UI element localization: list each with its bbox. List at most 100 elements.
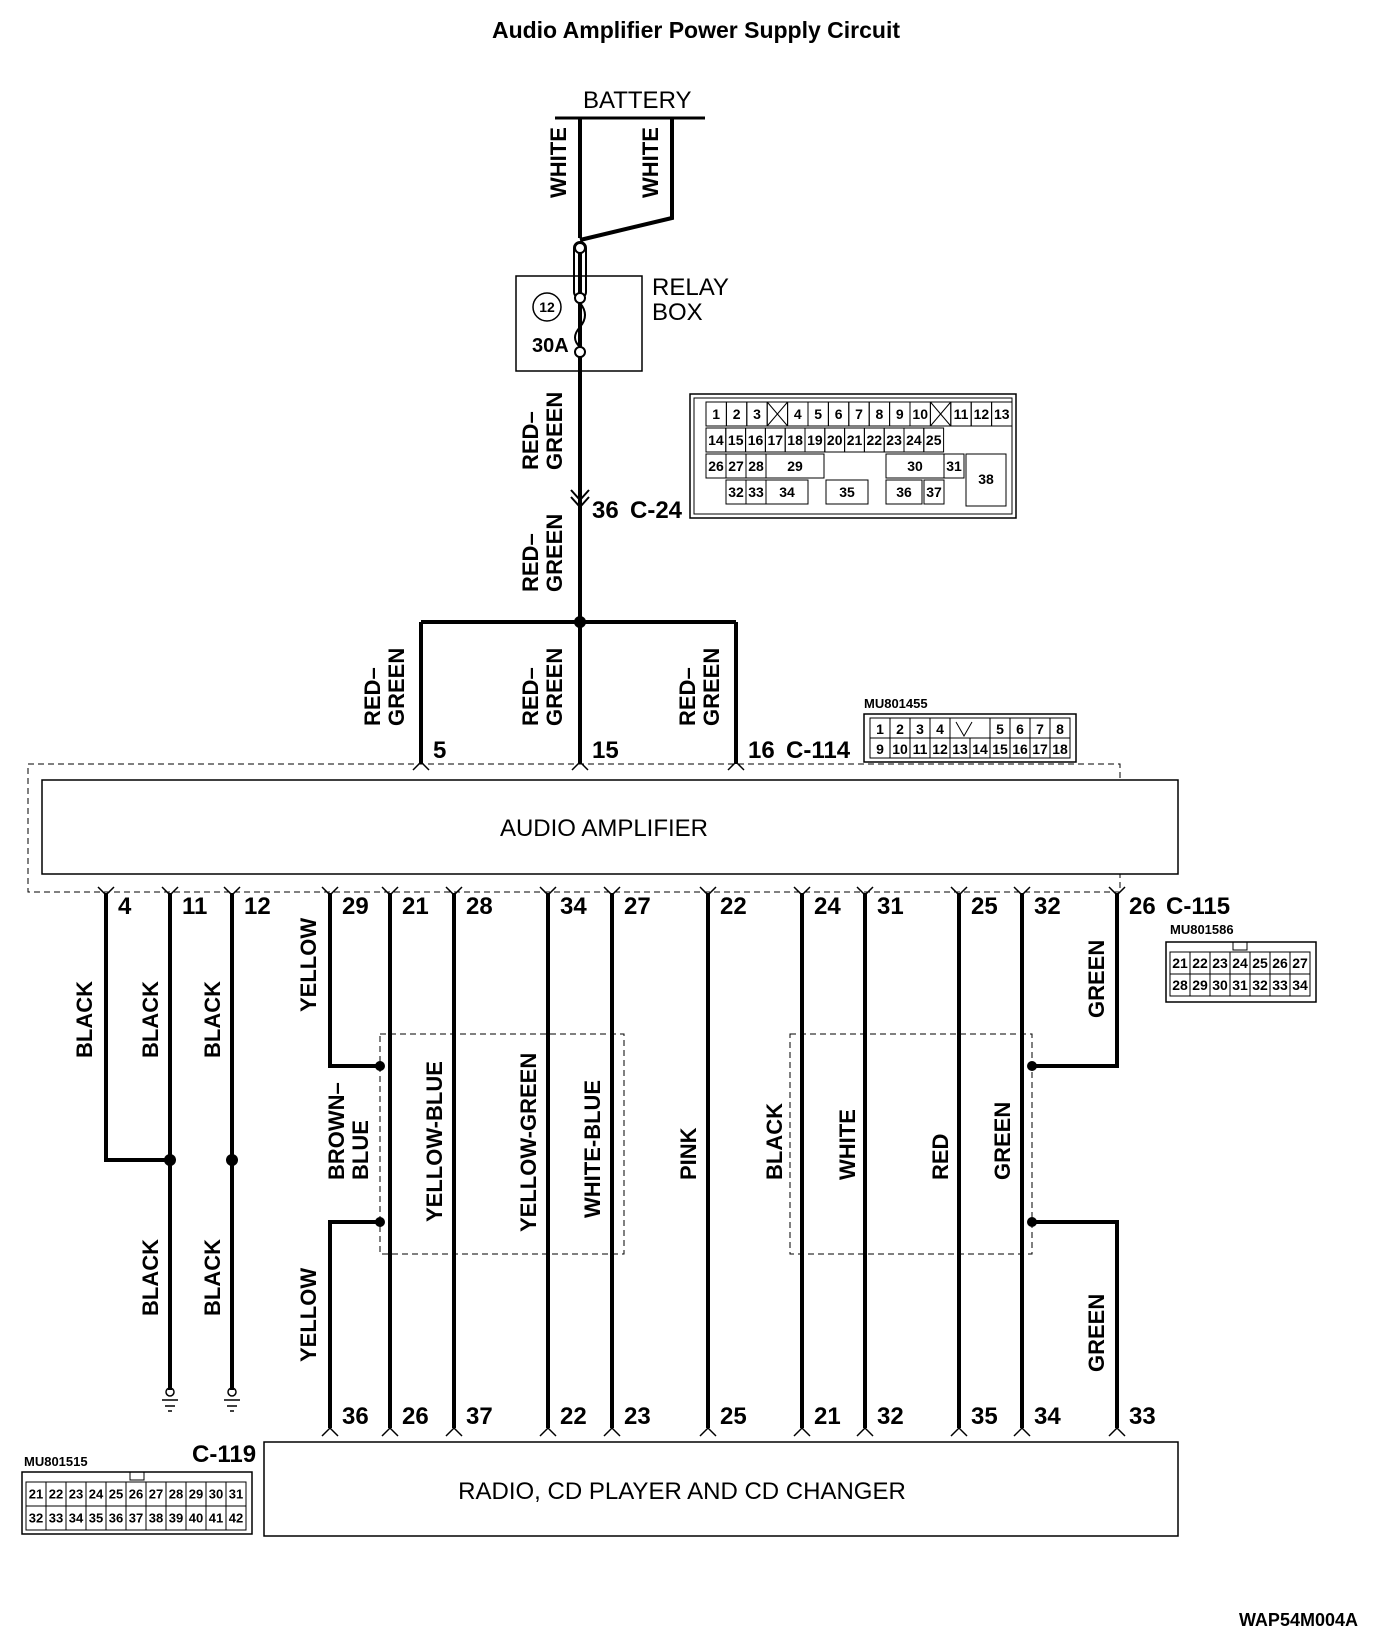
c24-cell: [924, 428, 944, 452]
c115-arrow: [604, 887, 620, 895]
wire-red: RED: [928, 1134, 953, 1180]
c24-pin-number: 2: [733, 406, 741, 422]
c114-pin-number: 7: [1036, 721, 1044, 737]
radio-pin-label: 36: [342, 1403, 369, 1430]
amplifier-pin-label: 21: [402, 893, 429, 920]
c119-pin-number: 42: [229, 1511, 243, 1526]
c24-pin-number: 14: [708, 432, 724, 448]
c24-cell: [924, 480, 944, 504]
c115-arrow: [1109, 887, 1125, 895]
c24-pin-number: 1: [712, 406, 720, 422]
fuse-number-circle: [533, 293, 561, 321]
amplifier-pin-label: 26: [1129, 893, 1156, 920]
c119-arrow: [322, 1428, 338, 1436]
c115-part: MU801586: [1170, 922, 1234, 937]
c119-pin-number: 35: [89, 1511, 103, 1526]
radio-pin-label: 26: [402, 1403, 429, 1430]
c119-pin-number: 21: [29, 1487, 43, 1502]
c119-pin-number: 31: [229, 1487, 243, 1502]
c115-cell: [1290, 974, 1310, 996]
wire-brown-blue: BROWN–BLUE: [324, 1082, 373, 1180]
c115-arrow: [700, 887, 716, 895]
c24-pin-number: 4: [794, 406, 802, 422]
radio-pin-label: 34: [1034, 1403, 1061, 1430]
c115-pin-number: 21: [1172, 955, 1188, 971]
c114-pin-number: 17: [1032, 741, 1048, 757]
amplifier-pin-label: 29: [342, 893, 369, 920]
c115-pin-number: 33: [1272, 977, 1288, 993]
c119-arrow: [700, 1428, 716, 1436]
radio-pin-label: 25: [720, 1403, 747, 1430]
c115-arrow: [382, 887, 398, 895]
c24-pin-number: 22: [867, 432, 883, 448]
amplifier-output-wires: [106, 893, 1117, 1428]
c114-pin-number: 12: [932, 741, 948, 757]
wire-green-a: GREEN: [990, 1102, 1015, 1180]
c115-pin-number: 24: [1232, 955, 1248, 971]
c115-arrow: [794, 887, 810, 895]
c114-cell: [950, 718, 990, 738]
c119-pin-number: 27: [149, 1487, 163, 1502]
c114-pin-number: 16: [1012, 741, 1028, 757]
c119-pin-number: 28: [169, 1487, 183, 1502]
c119-pin-number: 25: [109, 1487, 123, 1502]
c24-pin-number: 32: [728, 484, 744, 500]
c119-arrow: [1014, 1428, 1030, 1436]
wire-green-c: GREEN: [1084, 1294, 1109, 1372]
c114-name: C-114: [786, 737, 851, 764]
wire-white-right: WHITE: [638, 127, 663, 198]
c24-pin-number: 13: [994, 406, 1010, 422]
wire-black-e: BLACK: [200, 1239, 225, 1316]
c115-arrow: [1014, 887, 1030, 895]
c24-pin-number: 34: [779, 484, 795, 500]
c24-cell: [992, 402, 1012, 426]
c115-pin-number: 25: [1252, 955, 1268, 971]
c115-arrow: [224, 887, 240, 895]
c115-arrow: [98, 887, 114, 895]
radio-pin-label: 22: [560, 1403, 587, 1430]
c119-pin-number: 24: [89, 1487, 104, 1502]
c24-connector-face: [690, 394, 1016, 518]
c119-pin-number: 26: [129, 1487, 143, 1502]
radio-label: RADIO, CD PLAYER AND CD CHANGER: [458, 1478, 906, 1505]
c24-blank-cell: [767, 402, 787, 426]
wire-pink: PINK: [676, 1127, 701, 1180]
amplifier-pin-label: 32: [1034, 893, 1061, 920]
c115-pin-number: 23: [1212, 955, 1228, 971]
c115-pin-number: 29: [1192, 977, 1208, 993]
diagram-title: Audio Amplifier Power Supply Circuit: [492, 17, 900, 43]
amplifier-pin-label: 4: [118, 893, 132, 920]
c114-key-mark: [956, 722, 972, 736]
c115-pin-number: 26: [1272, 955, 1288, 971]
c24-pin-number: 38: [978, 471, 994, 487]
c24-pin-number: 35: [839, 484, 855, 500]
c115-arrow: [162, 887, 178, 895]
audio-amplifier: [42, 780, 1178, 874]
c24-blank-cell: [930, 402, 950, 426]
c119-arrow: [382, 1428, 398, 1436]
c119-part: MU801515: [24, 1454, 88, 1469]
amplifier-pin-label: 28: [466, 893, 493, 920]
c24-pin-number: 12: [974, 406, 990, 422]
c119-arrow: [857, 1428, 873, 1436]
radio-pin-label: 33: [1129, 1403, 1156, 1430]
c24-pin-number: 9: [896, 406, 904, 422]
c24-pin-number: 8: [876, 406, 884, 422]
wire-black-b: BLACK: [138, 981, 163, 1058]
c114-pin-number: 3: [916, 721, 924, 737]
c115-pin-number: 31: [1232, 977, 1248, 993]
c114-pin-number: 4: [936, 721, 944, 737]
c24-pin-number: 24: [906, 432, 922, 448]
c24-cell: [944, 454, 964, 478]
c24-cell: [766, 454, 824, 478]
c114-cell: [1050, 738, 1070, 758]
c115-arrow: [540, 887, 556, 895]
c24-pin-number: 25: [926, 432, 942, 448]
amplifier-pin-label: 12: [244, 893, 271, 920]
c24-pin-number: 20: [827, 432, 843, 448]
c119-pin-number: 34: [69, 1511, 84, 1526]
